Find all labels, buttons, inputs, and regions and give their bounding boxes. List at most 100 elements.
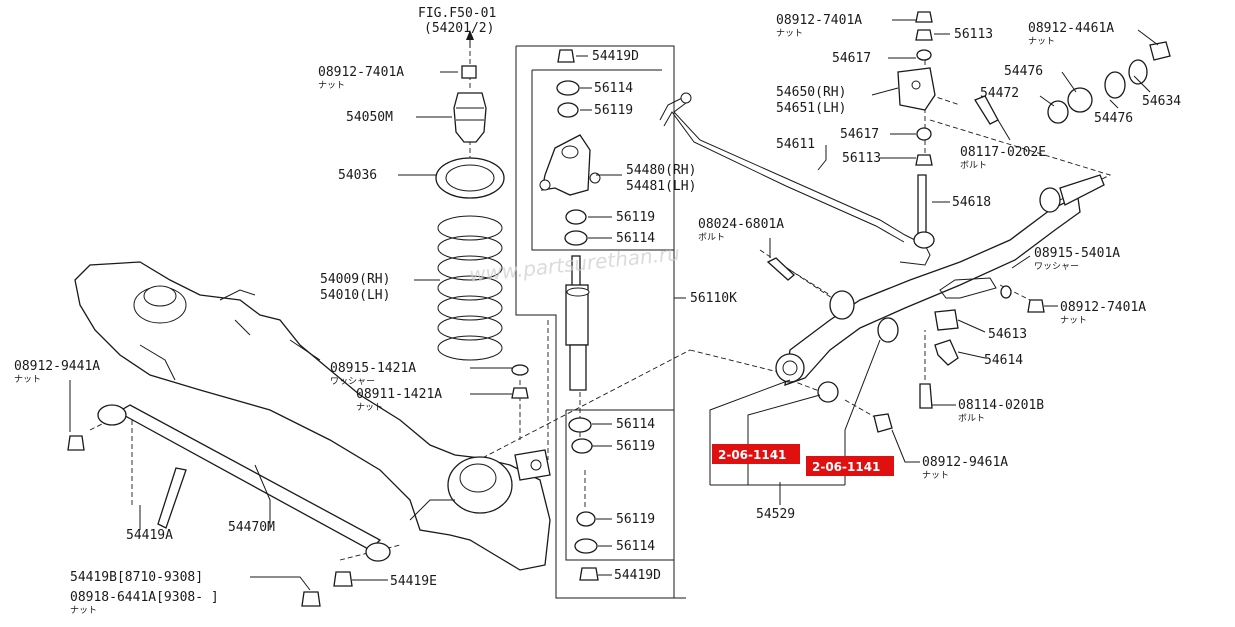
shock-absorber-column [539, 49, 601, 581]
rear-axle-housing [74, 261, 551, 571]
label-56119-d: 56119 [616, 512, 655, 527]
spring-column [435, 30, 529, 399]
label-54419D-bot: 54419D [614, 568, 661, 583]
nut-icon [915, 11, 933, 23]
svg-text:ナット: ナット [922, 470, 949, 481]
nut-icon [511, 387, 529, 399]
svg-text:ナット: ナット [318, 80, 345, 91]
label-54476-a: 54476 [1004, 64, 1043, 79]
part-tag-1[interactable]: 2-06-1141 [712, 444, 800, 464]
label-54010: 54010(LH) [320, 288, 390, 303]
nut-icon [1027, 299, 1045, 313]
label-54481: 54481(LH) [626, 179, 696, 194]
label-08912-4461A: 08912-4461A [1028, 21, 1114, 36]
label-08912-9441A: 08912-9441A [14, 359, 100, 374]
label-56114-b: 56114 [616, 231, 655, 246]
label-54419E: 54419E [390, 574, 437, 589]
label-54419D-top: 54419D [592, 49, 639, 64]
svg-text:ナット: ナット [14, 374, 41, 385]
label-54617-mid: 54617 [840, 127, 879, 142]
coil-spring-icon [437, 215, 503, 361]
svg-text:ボルト: ボルト [698, 232, 725, 243]
nut-icon [557, 49, 575, 63]
part-tag-2[interactable]: 2-06-1141 [806, 456, 894, 476]
label-56114-a: 56114 [594, 81, 633, 96]
label-54036: 54036 [338, 168, 377, 183]
shock-assembly-frame [515, 45, 686, 599]
svg-text:ワッシャー: ワッシャー [330, 377, 375, 387]
bushing-icon [574, 538, 598, 554]
label-56119-c: 56119 [616, 439, 655, 454]
nut-icon [461, 65, 477, 79]
nut-icon [67, 435, 85, 451]
clamp-icon [934, 339, 959, 366]
lateral-rod [67, 404, 391, 607]
bushing-icon [557, 102, 579, 118]
arrow-up-icon [466, 30, 474, 40]
svg-text:ワッシャー: ワッシャー [1034, 262, 1079, 272]
label-54009: 54009(RH) [320, 272, 390, 287]
svg-text:ナット: ナット [70, 605, 97, 616]
label-08114-0201B: 08114-0201B [958, 398, 1044, 413]
bushing-icon [576, 511, 596, 527]
svg-text:ボルト: ボルト [960, 160, 987, 171]
label-54470M: 54470M [228, 520, 275, 535]
label-08918-6441A: 08918-6441A[9308- ] [70, 590, 219, 605]
nut-icon [915, 154, 933, 166]
bolt-icon [157, 467, 187, 529]
nut-icon [1149, 41, 1171, 61]
label-54614: 54614 [984, 353, 1023, 368]
nut-icon [301, 591, 321, 607]
label-54419A: 54419A [126, 528, 173, 543]
bolt-icon [919, 383, 933, 409]
label-54050M: 54050M [346, 110, 393, 125]
svg-text:ナット: ナット [356, 402, 383, 413]
label-54419B: 54419B[8710-9308] [70, 570, 203, 585]
label-08912-7401A-br: 08912-7401A [1060, 300, 1146, 315]
bushing-icon [568, 417, 592, 433]
label-56114-d: 56114 [616, 539, 655, 554]
nut-icon [873, 413, 893, 433]
label-08117-0202E: 08117-0202E [960, 145, 1046, 160]
label-56113-mid: 56113 [842, 151, 881, 166]
label-08024-6801A: 08024-6801A [698, 217, 784, 232]
label-56119-a: 56119 [594, 103, 633, 118]
svg-text:ナット: ナット [1028, 36, 1055, 47]
svg-text:2-06-1141: 2-06-1141 [812, 460, 880, 474]
label-54480: 54480(RH) [626, 163, 696, 178]
bushing-icon [571, 438, 593, 454]
svg-text:ナット: ナット [776, 28, 803, 39]
label-56119-b: 56119 [616, 210, 655, 225]
svg-text:ナット: ナット [1060, 315, 1087, 326]
nut-icon [579, 567, 599, 581]
label-08915-1421A: 08915-1421A [330, 361, 416, 376]
label-56114-c: 56114 [616, 417, 655, 432]
label-54651: 54651(LH) [776, 101, 846, 116]
svg-text:ボルト: ボルト [958, 413, 985, 424]
label-08915-5401A: 08915-5401A [1034, 246, 1120, 261]
label-08911-1421A: 08911-1421A [356, 387, 442, 402]
bushing-icon [564, 230, 588, 246]
label-54611: 54611 [776, 137, 815, 152]
label-54617-top: 54617 [832, 51, 871, 66]
nut-icon [915, 29, 933, 41]
label-08912-7401A-r: 08912-7401A [776, 13, 862, 28]
label-54618: 54618 [952, 195, 991, 210]
washer-icon [511, 364, 529, 376]
stabilizer-assembly [659, 11, 1171, 433]
part-labels: FIG.F50-01 (54201/2) 08912-7401A ナット 540… [14, 6, 1181, 616]
label-54529: 54529 [756, 507, 795, 522]
bushing-icon [556, 80, 580, 96]
label-56110K: 56110K [690, 291, 737, 306]
leader-lines [69, 19, 1159, 591]
label-54476-b: 54476 [1094, 111, 1133, 126]
label-54634: 54634 [1142, 94, 1181, 109]
label-54613: 54613 [988, 327, 1027, 342]
bump-stopper-icon [453, 92, 487, 143]
washer-icon [1000, 285, 1012, 299]
fig-subreference: (54201/2) [424, 21, 494, 36]
label-54650: 54650(RH) [776, 85, 846, 100]
bushing-icon [565, 209, 587, 225]
